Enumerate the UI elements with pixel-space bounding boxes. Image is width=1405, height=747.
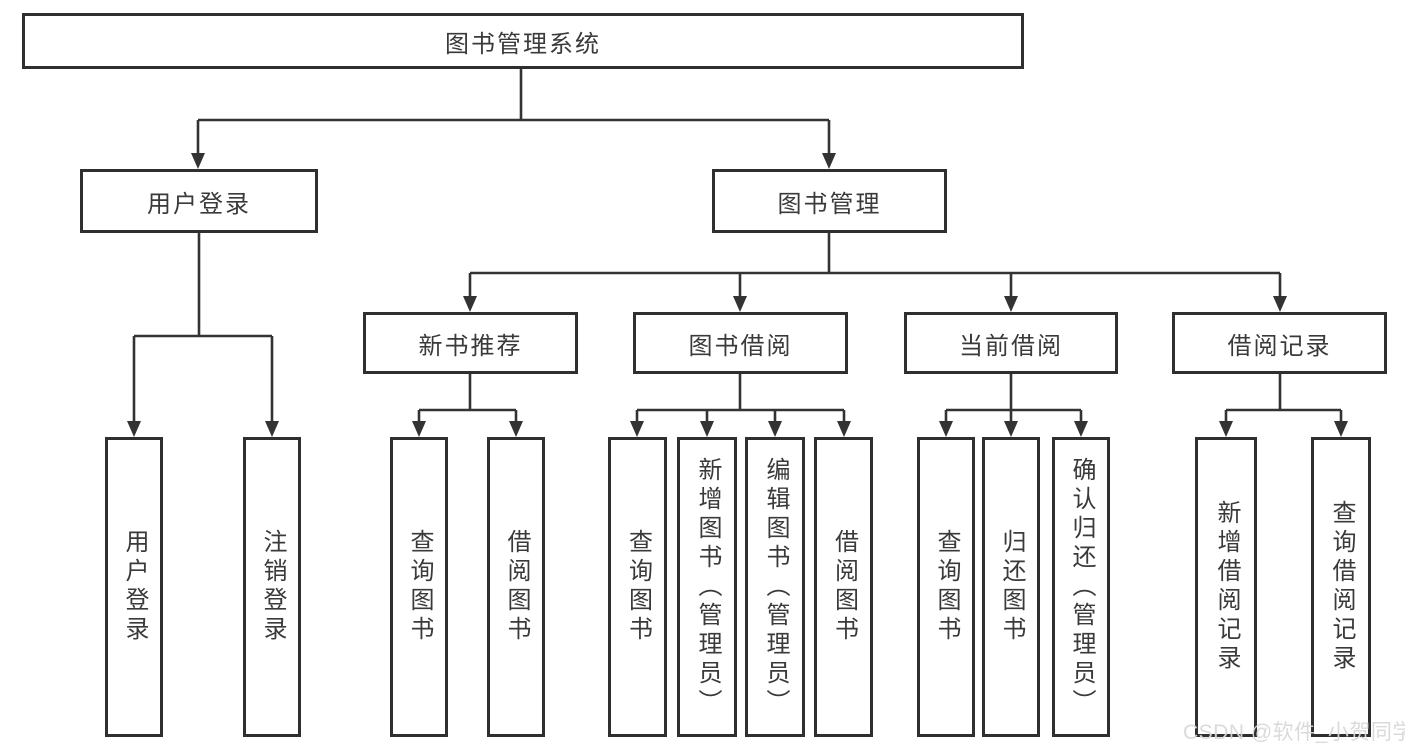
node-label: 图书借阅 (688, 332, 793, 360)
leaf-query-books-current: 查询图书 (917, 437, 975, 737)
node-label: 新增图书（管理员） (694, 456, 721, 718)
node-label: 借阅记录 (1227, 332, 1332, 360)
node-label: 用户登录 (121, 529, 148, 645)
node-current-borrowing: 当前借阅 (904, 312, 1118, 374)
node-label: 新书推荐 (418, 332, 523, 360)
node-label: 借阅图书 (830, 529, 858, 645)
leaf-user-login: 用户登录 (105, 437, 163, 737)
node-label: 查询图书 (406, 529, 433, 645)
node-label: 图书管理系统 (445, 30, 601, 58)
node-book-management: 图书管理 (712, 169, 947, 233)
node-label: 查询借阅记录 (1328, 500, 1355, 674)
node-label: 确认归还（管理员） (1068, 456, 1095, 718)
node-label: 归还图书 (998, 529, 1025, 645)
leaf-query-books-recommend: 查询图书 (390, 437, 448, 737)
node-new-book-recommendation: 新书推荐 (363, 312, 578, 374)
node-borrowing-records: 借阅记录 (1172, 312, 1387, 374)
leaf-return-book: 归还图书 (982, 437, 1040, 737)
node-user-login: 用户登录 (80, 169, 318, 233)
node-label: 借阅图书 (503, 529, 530, 645)
node-label: 查询图书 (624, 529, 652, 645)
leaf-query-borrow-record: 查询借阅记录 (1311, 437, 1371, 737)
node-label: 注销登录 (259, 529, 286, 645)
leaf-add-book-admin: 新增图书（管理员） (677, 437, 737, 737)
leaf-confirm-return-admin: 确认归还（管理员） (1052, 437, 1110, 737)
node-label: 用户登录 (147, 190, 251, 218)
node-book-borrowing: 图书借阅 (633, 312, 848, 374)
leaf-query-books-borrowing: 查询图书 (608, 437, 667, 737)
node-label: 查询图书 (933, 529, 960, 645)
leaf-borrow-books-borrowing: 借阅图书 (814, 437, 873, 737)
leaf-edit-book-admin: 编辑图书（管理员） (745, 437, 805, 737)
node-label: 图书管理 (777, 190, 882, 218)
leaf-borrow-books-recommend: 借阅图书 (487, 437, 545, 737)
node-label: 编辑图书（管理员） (762, 456, 789, 718)
node-label: 新增借阅记录 (1213, 500, 1240, 674)
node-library-management-system: 图书管理系统 (22, 13, 1024, 69)
node-label: 当前借阅 (959, 332, 1063, 360)
leaf-logout: 注销登录 (243, 437, 301, 737)
csdn-watermark: CSDN @软件_小贺同学 (1183, 721, 1405, 744)
leaf-add-borrow-record: 新增借阅记录 (1195, 437, 1257, 737)
